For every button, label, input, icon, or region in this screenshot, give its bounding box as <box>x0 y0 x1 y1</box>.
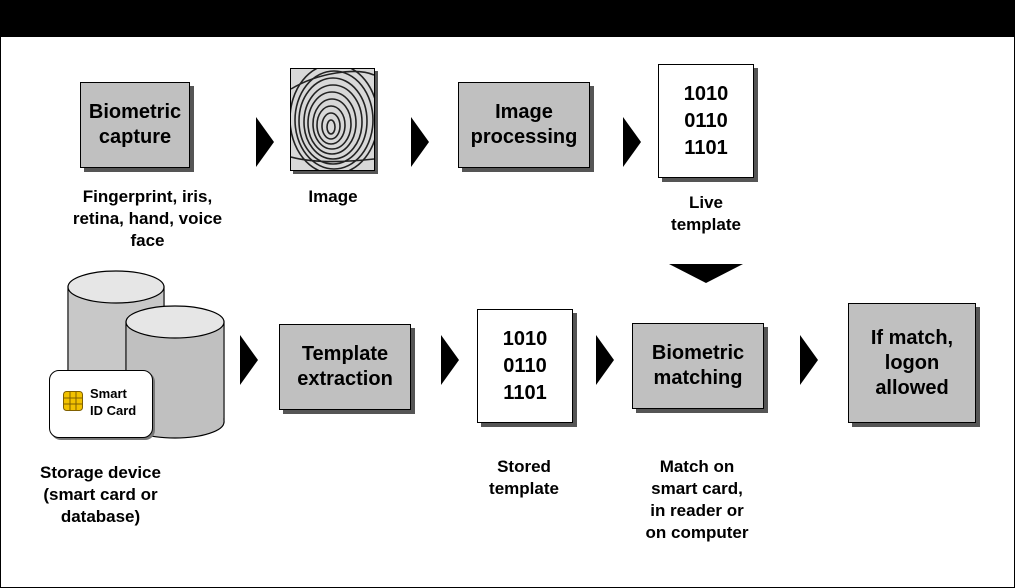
arrow-stored-to-matching <box>596 335 614 385</box>
arrow-live-to-matching <box>669 264 743 283</box>
stored-template-caption: Stored template <box>489 457 559 498</box>
image-processing-box: Image processing <box>458 82 590 168</box>
arrow-matching-to-result <box>800 335 818 385</box>
biometric-matching-box: Biometric matching <box>632 323 764 409</box>
arrow-storage-to-extraction <box>240 335 258 385</box>
chip-icon <box>63 391 83 411</box>
biometric-capture-box: Biometric capture <box>80 82 190 168</box>
smart-id-card: Smart ID Card <box>49 370 153 438</box>
arrow-extraction-to-stored <box>441 335 459 385</box>
arrow-image-to-processing <box>411 117 429 167</box>
arrow-capture-to-image <box>256 117 274 167</box>
live-template-box: 1010 0110 1101 <box>658 64 754 178</box>
template-extraction-box: Template extraction <box>279 324 411 410</box>
fingerprint-icon <box>291 69 374 170</box>
smart-card-label: Smart ID Card <box>90 386 137 418</box>
arrow-processing-to-live-template <box>623 117 641 167</box>
storage-caption: Storage device (smart card or database) <box>40 463 161 526</box>
logon-allowed-box: If match, logon allowed <box>848 303 976 423</box>
live-template-caption: Live template <box>671 193 741 234</box>
stored-template-box: 1010 0110 1101 <box>477 309 573 423</box>
title-bar <box>0 0 1015 37</box>
capture-caption: Fingerprint, iris, retina, hand, voice f… <box>72 187 223 250</box>
fingerprint-image <box>290 68 375 171</box>
image-caption: Image <box>308 187 358 206</box>
matching-caption: Match on smart card, in reader or on com… <box>645 457 749 542</box>
